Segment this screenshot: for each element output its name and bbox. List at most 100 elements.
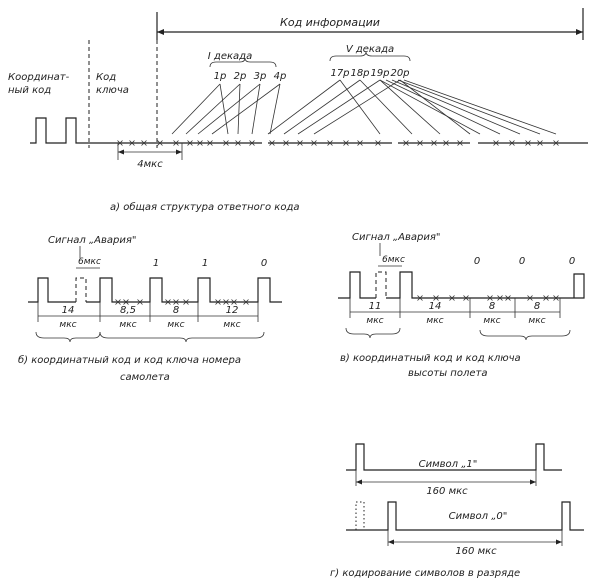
dim-unit: мкс <box>426 316 443 326</box>
bit-mark <box>487 295 493 301</box>
info-header-label: Код информации <box>280 16 380 29</box>
fan-line <box>197 83 261 135</box>
dim-value: 8 <box>173 305 179 316</box>
fan-line <box>283 79 361 135</box>
group-5-label: V декада <box>346 44 394 55</box>
dim-value: 14 <box>62 305 75 316</box>
pulse-train-c <box>338 271 376 299</box>
dim-value: 8,5 <box>120 305 136 316</box>
dim-value: 8 <box>489 301 495 312</box>
coord-code-label-2: ный код <box>8 85 51 96</box>
bit-mark <box>223 140 229 146</box>
bit-mark <box>433 295 439 301</box>
dim-value: 8 <box>534 301 540 312</box>
pulse-label: 1р <box>214 71 227 82</box>
dim-unit: мкс <box>167 320 184 330</box>
spacing-label: 4мкс <box>137 159 163 170</box>
fan-line <box>297 79 381 135</box>
bit-mark <box>157 140 163 146</box>
group-1-brace <box>209 57 277 68</box>
fan-line <box>219 83 229 135</box>
fan-line <box>267 79 341 135</box>
pulse-train-c-rest <box>386 271 585 299</box>
bit-label: 0 <box>261 258 267 269</box>
coord-brace-c <box>345 327 401 339</box>
dim-unit: мкс <box>223 320 240 330</box>
bit-mark <box>243 299 249 305</box>
symbol-0-ticks <box>387 530 563 546</box>
group-5-pulse-labels: 17р 18р 19р 20р <box>330 68 409 79</box>
info-header-arrow-left <box>157 29 164 35</box>
bit-mark <box>443 140 449 146</box>
panel-b-aircraft-number-code: Сигнал „Авария" 6мкс 1 1 0 14 8,5 8 12 м… <box>18 235 282 383</box>
bit-mark <box>375 140 381 146</box>
period-arrow <box>388 539 394 545</box>
bit-mark <box>417 295 423 301</box>
bit-mark <box>527 295 533 301</box>
bit-mark <box>525 140 531 146</box>
dim-value: 12 <box>226 305 239 316</box>
pulse-label: 3р <box>254 71 267 82</box>
dimension-ticks <box>37 302 259 322</box>
dim-value: 11 <box>369 301 382 312</box>
symbol-1-label: Символ „1" <box>419 459 478 470</box>
dim-unit: мкс <box>366 316 383 326</box>
emergency-pulse-b <box>75 277 87 302</box>
fan-line <box>251 83 261 135</box>
bit-mark <box>141 140 147 146</box>
bit-mark <box>357 140 363 146</box>
bit-mark <box>505 295 511 301</box>
fan-line <box>379 79 441 135</box>
symbol-0-label: Символ „0" <box>449 511 508 522</box>
panel-c-altitude-code: Сигнал „Авария" 6мкс 0 0 0 11 14 8 8 мкс… <box>338 232 585 379</box>
symbol-1-ticks <box>355 470 537 486</box>
bit-label: 0 <box>474 256 480 267</box>
pulse-label: 18р <box>350 68 369 79</box>
bit-mark <box>403 140 409 146</box>
bit-mark <box>449 295 455 301</box>
group-1-label: I декада <box>208 51 252 62</box>
bit-mark <box>269 140 275 146</box>
bit-mark <box>215 299 221 305</box>
fan-line <box>313 79 401 135</box>
fan-line <box>237 83 241 135</box>
bit-mark <box>165 299 171 305</box>
period-arrow <box>530 479 536 485</box>
emergency-signal-label: Сигнал „Авария" <box>352 232 440 243</box>
symbol-1-pulses <box>346 443 562 471</box>
dim-unit: мкс <box>528 316 545 326</box>
bit-mark <box>129 140 135 146</box>
gap-label: 6мкс <box>78 257 101 267</box>
bit-position-marks <box>117 140 559 146</box>
caption-b-1: б) координатный код и код ключа номера <box>18 354 241 366</box>
caption-b-2: самолета <box>120 372 170 383</box>
bit-mark <box>183 299 189 305</box>
bit-mark <box>137 299 143 305</box>
bit-mark <box>283 140 289 146</box>
coordinate-code-pulses <box>30 117 110 144</box>
coord-code-label-1: Координат- <box>8 72 70 83</box>
bit-mark <box>553 140 559 146</box>
bit-mark <box>297 140 303 146</box>
spacing-arrow-left <box>118 149 124 155</box>
bit-mark <box>231 299 237 305</box>
pulse-label: 4р <box>274 71 287 82</box>
bit-mark <box>327 140 333 146</box>
bit-mark <box>343 140 349 146</box>
caption-c-2: высоты полета <box>408 368 487 379</box>
bit-mark <box>173 140 179 146</box>
fan-line <box>399 79 471 135</box>
fan-line <box>269 83 281 135</box>
period-arrow <box>556 539 562 545</box>
group-1-pulse-labels: 1р 2р 3р 4р <box>214 71 287 82</box>
gap-label: 6мкс <box>382 255 405 265</box>
dim-unit: мкс <box>483 316 500 326</box>
fan-line <box>359 79 413 135</box>
pulse-train-b <box>28 277 76 303</box>
bit-mark <box>417 140 423 146</box>
fan-line <box>391 79 521 135</box>
bit-mark <box>457 140 463 146</box>
bit-mark <box>497 295 503 301</box>
pulse-fan-lines <box>171 79 557 135</box>
